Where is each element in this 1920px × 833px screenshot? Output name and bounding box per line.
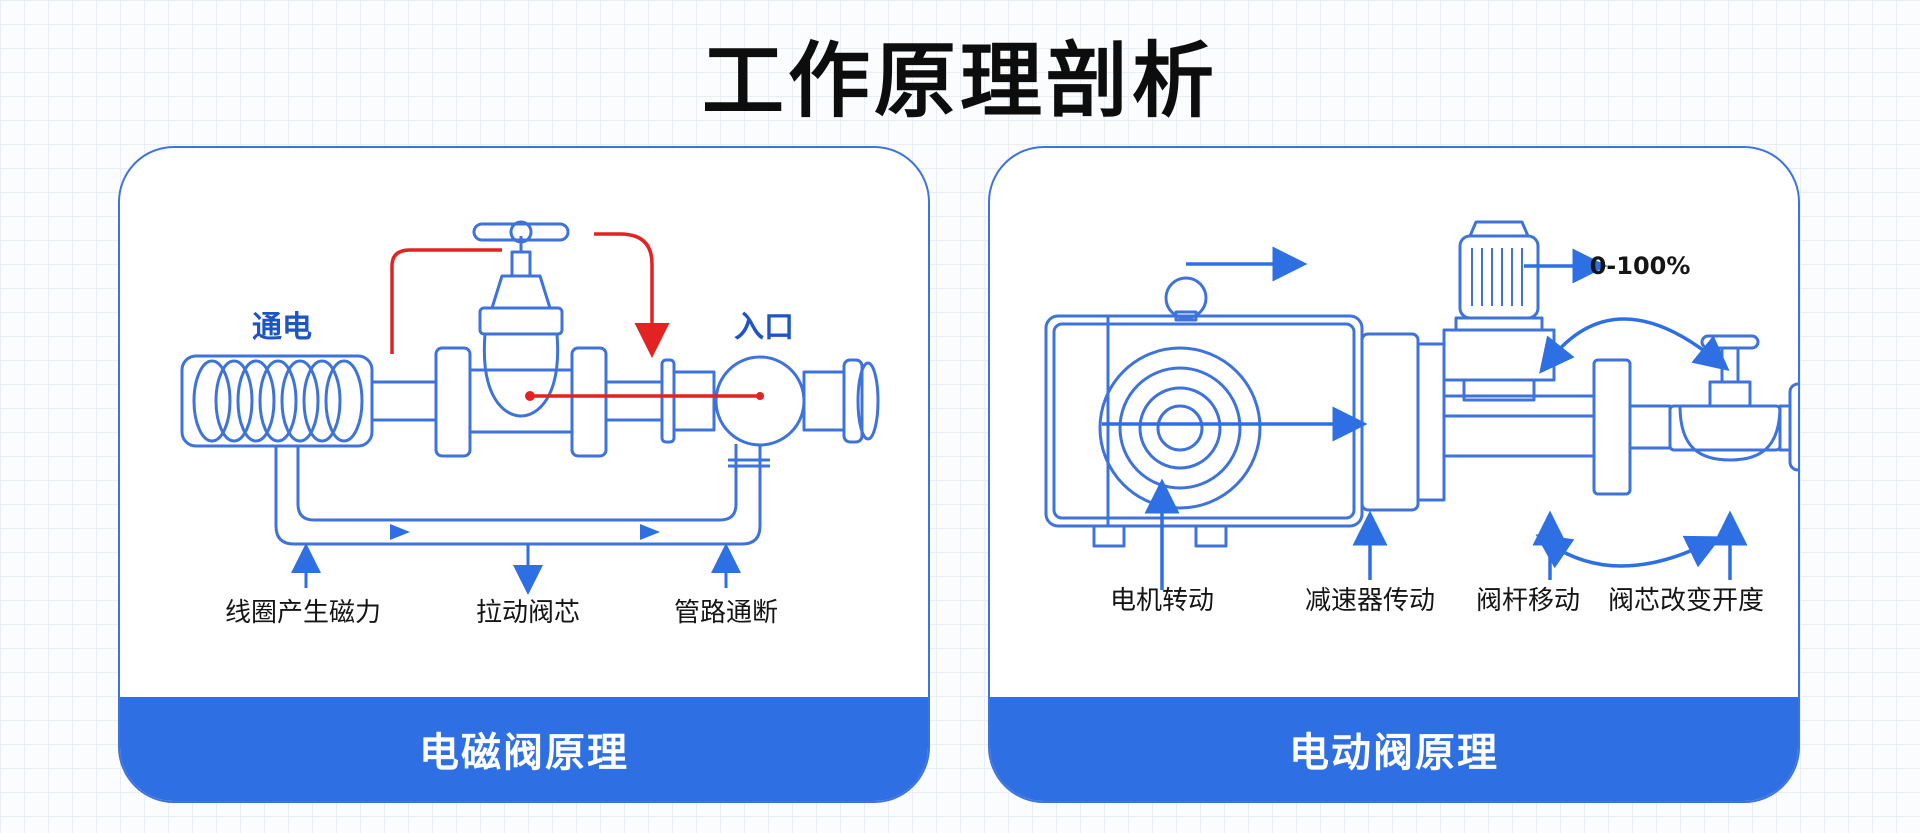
power-label: 通电: [252, 310, 312, 345]
flange-left: [434, 346, 472, 458]
step-label: 电机转动: [1109, 586, 1215, 616]
solenoid-valve-diagram: [180, 220, 880, 595]
solenoid-valve-panel: 通电 入口 线圈产生磁力 拉动阀芯 管路通断 电磁阀原理: [118, 146, 930, 803]
electric-valve-diagram: [1044, 220, 1798, 590]
motor-terminal: [1164, 276, 1208, 320]
valve-bonnet: [482, 332, 560, 418]
flange-right: [570, 346, 608, 458]
motor-housing: [1044, 314, 1364, 528]
step-label: 阀杆移动: [1475, 586, 1581, 616]
step-label: 阀芯改变开度: [1607, 586, 1765, 616]
electric-footer-banner: 电动阀原理: [990, 697, 1798, 801]
coil-windings: [192, 359, 364, 443]
electric-valve-panel: 0-100% 电机转动 减速器传动 阀杆移动 阀芯改变开度 电动阀原理: [988, 146, 1800, 803]
valve-stem: [1442, 394, 1596, 458]
inlet-chamber: [714, 355, 806, 447]
magnetic-flow-path: [390, 248, 502, 354]
step-label: 减速器传动: [1304, 586, 1436, 616]
small-valve-body: [1678, 405, 1782, 462]
step-label: 管路通断: [673, 598, 779, 628]
inlet-label: 入口: [734, 310, 794, 345]
small-handwheel: [1700, 334, 1760, 350]
actuator-cap: [1458, 234, 1540, 320]
inlet-flange: [660, 358, 676, 444]
step-label: 线圈产生磁力: [224, 598, 382, 628]
handwheel: [472, 222, 570, 242]
page-title: 工作原理剖析: [701, 34, 1218, 129]
rotation-arc: [1539, 317, 1730, 374]
gearbox: [1360, 332, 1420, 512]
opening-range-label: 0-100%: [1589, 252, 1691, 280]
coil-housing: [180, 354, 374, 448]
step-label: 拉动阀芯: [475, 598, 581, 628]
motor-rotor: [1098, 346, 1262, 510]
pipe-segment: [370, 380, 438, 422]
pipe-flange: [1592, 358, 1632, 496]
valve-body: [468, 368, 574, 434]
solenoid-footer-banner: 电磁阀原理: [120, 697, 928, 801]
return-pipe: [274, 444, 762, 546]
